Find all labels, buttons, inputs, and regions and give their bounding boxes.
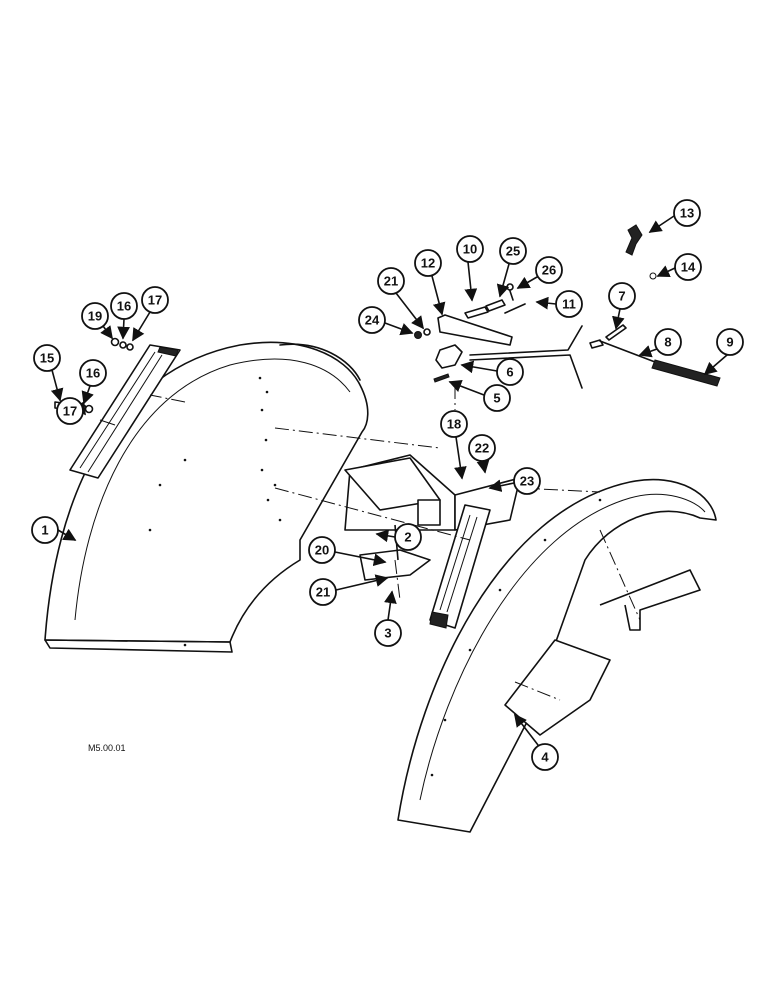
callout-20: 20 [308,536,387,567]
svg-text:19: 19 [88,309,102,324]
left-fender [44,341,369,653]
svg-text:5: 5 [493,391,500,406]
svg-text:18: 18 [447,417,461,432]
svg-text:1: 1 [41,523,48,538]
callout-23: 23 [488,467,541,495]
callout-21b: 21 [309,574,389,606]
callout-19: 19 [81,302,113,340]
svg-text:14: 14 [681,260,696,275]
svg-text:4: 4 [541,750,549,765]
callout-13: 13 [648,199,701,233]
callout-26: 26 [516,256,563,289]
svg-text:26: 26 [542,263,556,278]
callout-14: 14 [656,253,702,281]
svg-text:15: 15 [40,351,54,366]
callout-12: 12 [414,249,446,316]
svg-text:16: 16 [117,299,131,314]
svg-text:6: 6 [506,365,513,380]
svg-text:2: 2 [404,530,411,545]
right-step-plate [429,504,491,629]
callout-18: 18 [440,410,468,480]
drawing-reference-code: M5.00.01 [88,743,126,753]
callout-6: 6 [460,358,524,386]
svg-text:12: 12 [421,256,435,271]
svg-text:17: 17 [148,293,162,308]
right-fender [397,478,717,833]
callout-11: 11 [535,290,583,318]
callout-2: 2 [375,523,422,551]
callouts: 1 2 3 4 5 6 7 8 9 10 11 12 13 14 15 16 1… [31,199,744,771]
callout-17a: 17 [132,286,169,342]
callout-9: 9 [703,328,744,376]
svg-text:7: 7 [618,289,625,304]
callout-15: 15 [33,344,64,402]
center-bracket [344,454,521,581]
svg-text:20: 20 [315,543,329,558]
svg-text:21: 21 [316,585,330,600]
callout-3: 3 [374,590,402,647]
svg-text:24: 24 [365,313,380,328]
callout-4: 4 [514,713,559,771]
svg-text:16: 16 [86,366,100,381]
svg-text:10: 10 [463,242,477,257]
linkage-parts [414,224,721,389]
callout-1: 1 [31,516,77,544]
svg-text:22: 22 [475,441,489,456]
callout-16b: 16 [79,359,107,405]
callout-25: 25 [496,237,527,298]
callout-5: 5 [448,380,511,412]
callout-24: 24 [358,306,414,336]
callout-7: 7 [608,282,636,330]
callout-10: 10 [456,235,484,302]
callout-21a: 21 [377,267,424,330]
svg-text:17: 17 [63,404,77,419]
svg-text:21: 21 [384,274,398,289]
svg-text:9: 9 [726,335,733,350]
left-step-plate [69,344,181,479]
callout-17b: 17 [56,397,86,425]
svg-text:13: 13 [680,206,694,221]
svg-text:3: 3 [384,626,391,641]
svg-text:25: 25 [506,244,520,259]
callout-22: 22 [468,434,496,474]
callout-8: 8 [638,328,682,358]
svg-text:8: 8 [664,335,671,350]
callout-16a: 16 [110,292,138,340]
svg-text:23: 23 [520,474,534,489]
svg-text:11: 11 [562,297,576,312]
